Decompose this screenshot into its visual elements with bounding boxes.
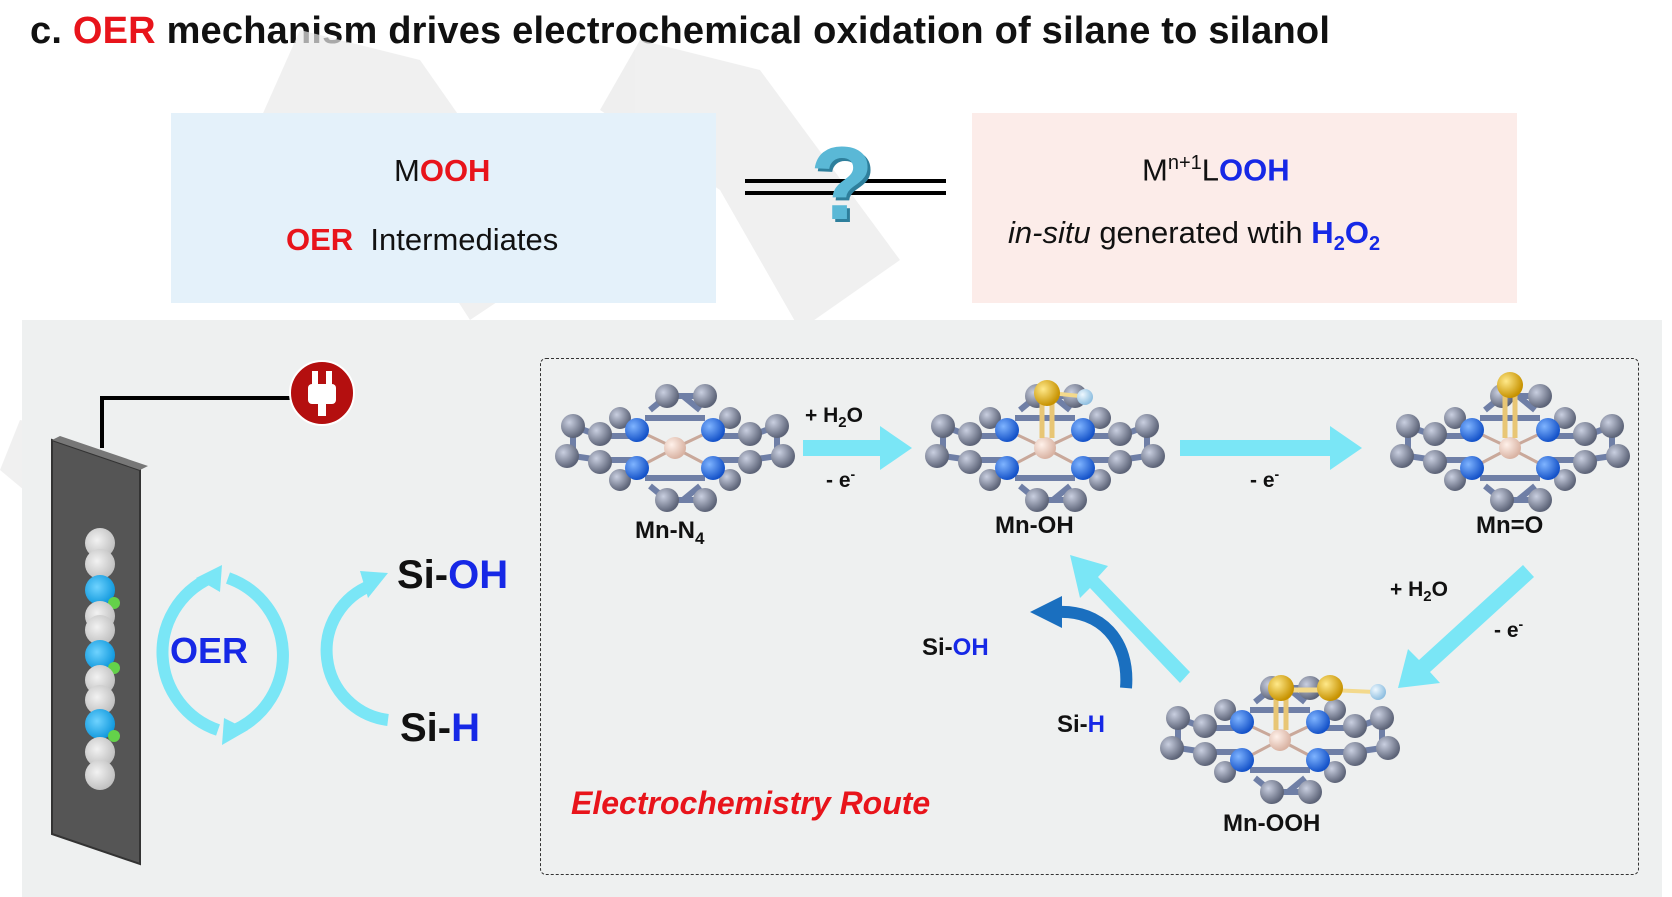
title-prefix: c. (30, 10, 73, 52)
step2-electron-label: - e- (1250, 466, 1280, 492)
mlooh-sup: n+1 (1167, 152, 1202, 174)
power-plug-icon (289, 360, 355, 426)
mlooh-label: Mn+1LOOH (1142, 152, 1290, 188)
mooh-ooh: OOH (419, 153, 491, 188)
mn-n4-label: Mn-N4 (635, 517, 705, 548)
oer-intermediates-label: OER Intermediates (286, 222, 558, 258)
figure-title: c. OER mechanism drives electrochemical … (30, 10, 1330, 53)
si-oh-product-label: Si-OH (397, 553, 509, 597)
generated-text: generated wtih (1090, 215, 1312, 250)
in-situ-label: in-situ generated wtih H2O2 (1008, 215, 1380, 256)
step3-electron-label: - e- (1494, 616, 1524, 642)
oer-cycle-label: OER (170, 630, 249, 671)
step1-electron-label: - e- (826, 466, 856, 492)
bottom-panel (22, 320, 1662, 897)
oer-word: OER (286, 222, 354, 257)
mechanism-dashed-frame (540, 358, 1639, 875)
intermediates-word: Intermediates (370, 222, 559, 257)
mooh-m: M (394, 153, 420, 188)
si-h-reactant-label: Si-H (400, 706, 481, 750)
mlooh-box (972, 113, 1517, 303)
question-mark-icon: ? (810, 126, 874, 242)
mn-o-label: Mn=O (1476, 512, 1544, 539)
route-label: Electrochemistry Route (571, 785, 931, 821)
mech-si-oh-label: Si-OH (922, 634, 989, 661)
step1-water-label: + H2O (805, 404, 863, 432)
moo-intermediates-box (171, 113, 716, 303)
step3-water-label: + H2O (1390, 578, 1448, 606)
mlooh-l: L (1201, 152, 1220, 188)
mn-oh-label: Mn-OH (995, 512, 1074, 539)
title-rest: mechanism drives electrochemical oxidati… (155, 10, 1331, 52)
mn-ooh-label: Mn-OOH (1223, 810, 1321, 837)
h2o2-formula: H2O2 (1311, 215, 1381, 256)
mooh-label: MOOH (394, 153, 490, 189)
in-situ-italic: in-situ (1008, 215, 1091, 250)
mech-si-h-label: Si-H (1057, 711, 1106, 738)
mlooh-ooh: OOH (1219, 152, 1290, 188)
title-highlight: OER (72, 10, 156, 52)
mlooh-m: M (1142, 152, 1168, 188)
